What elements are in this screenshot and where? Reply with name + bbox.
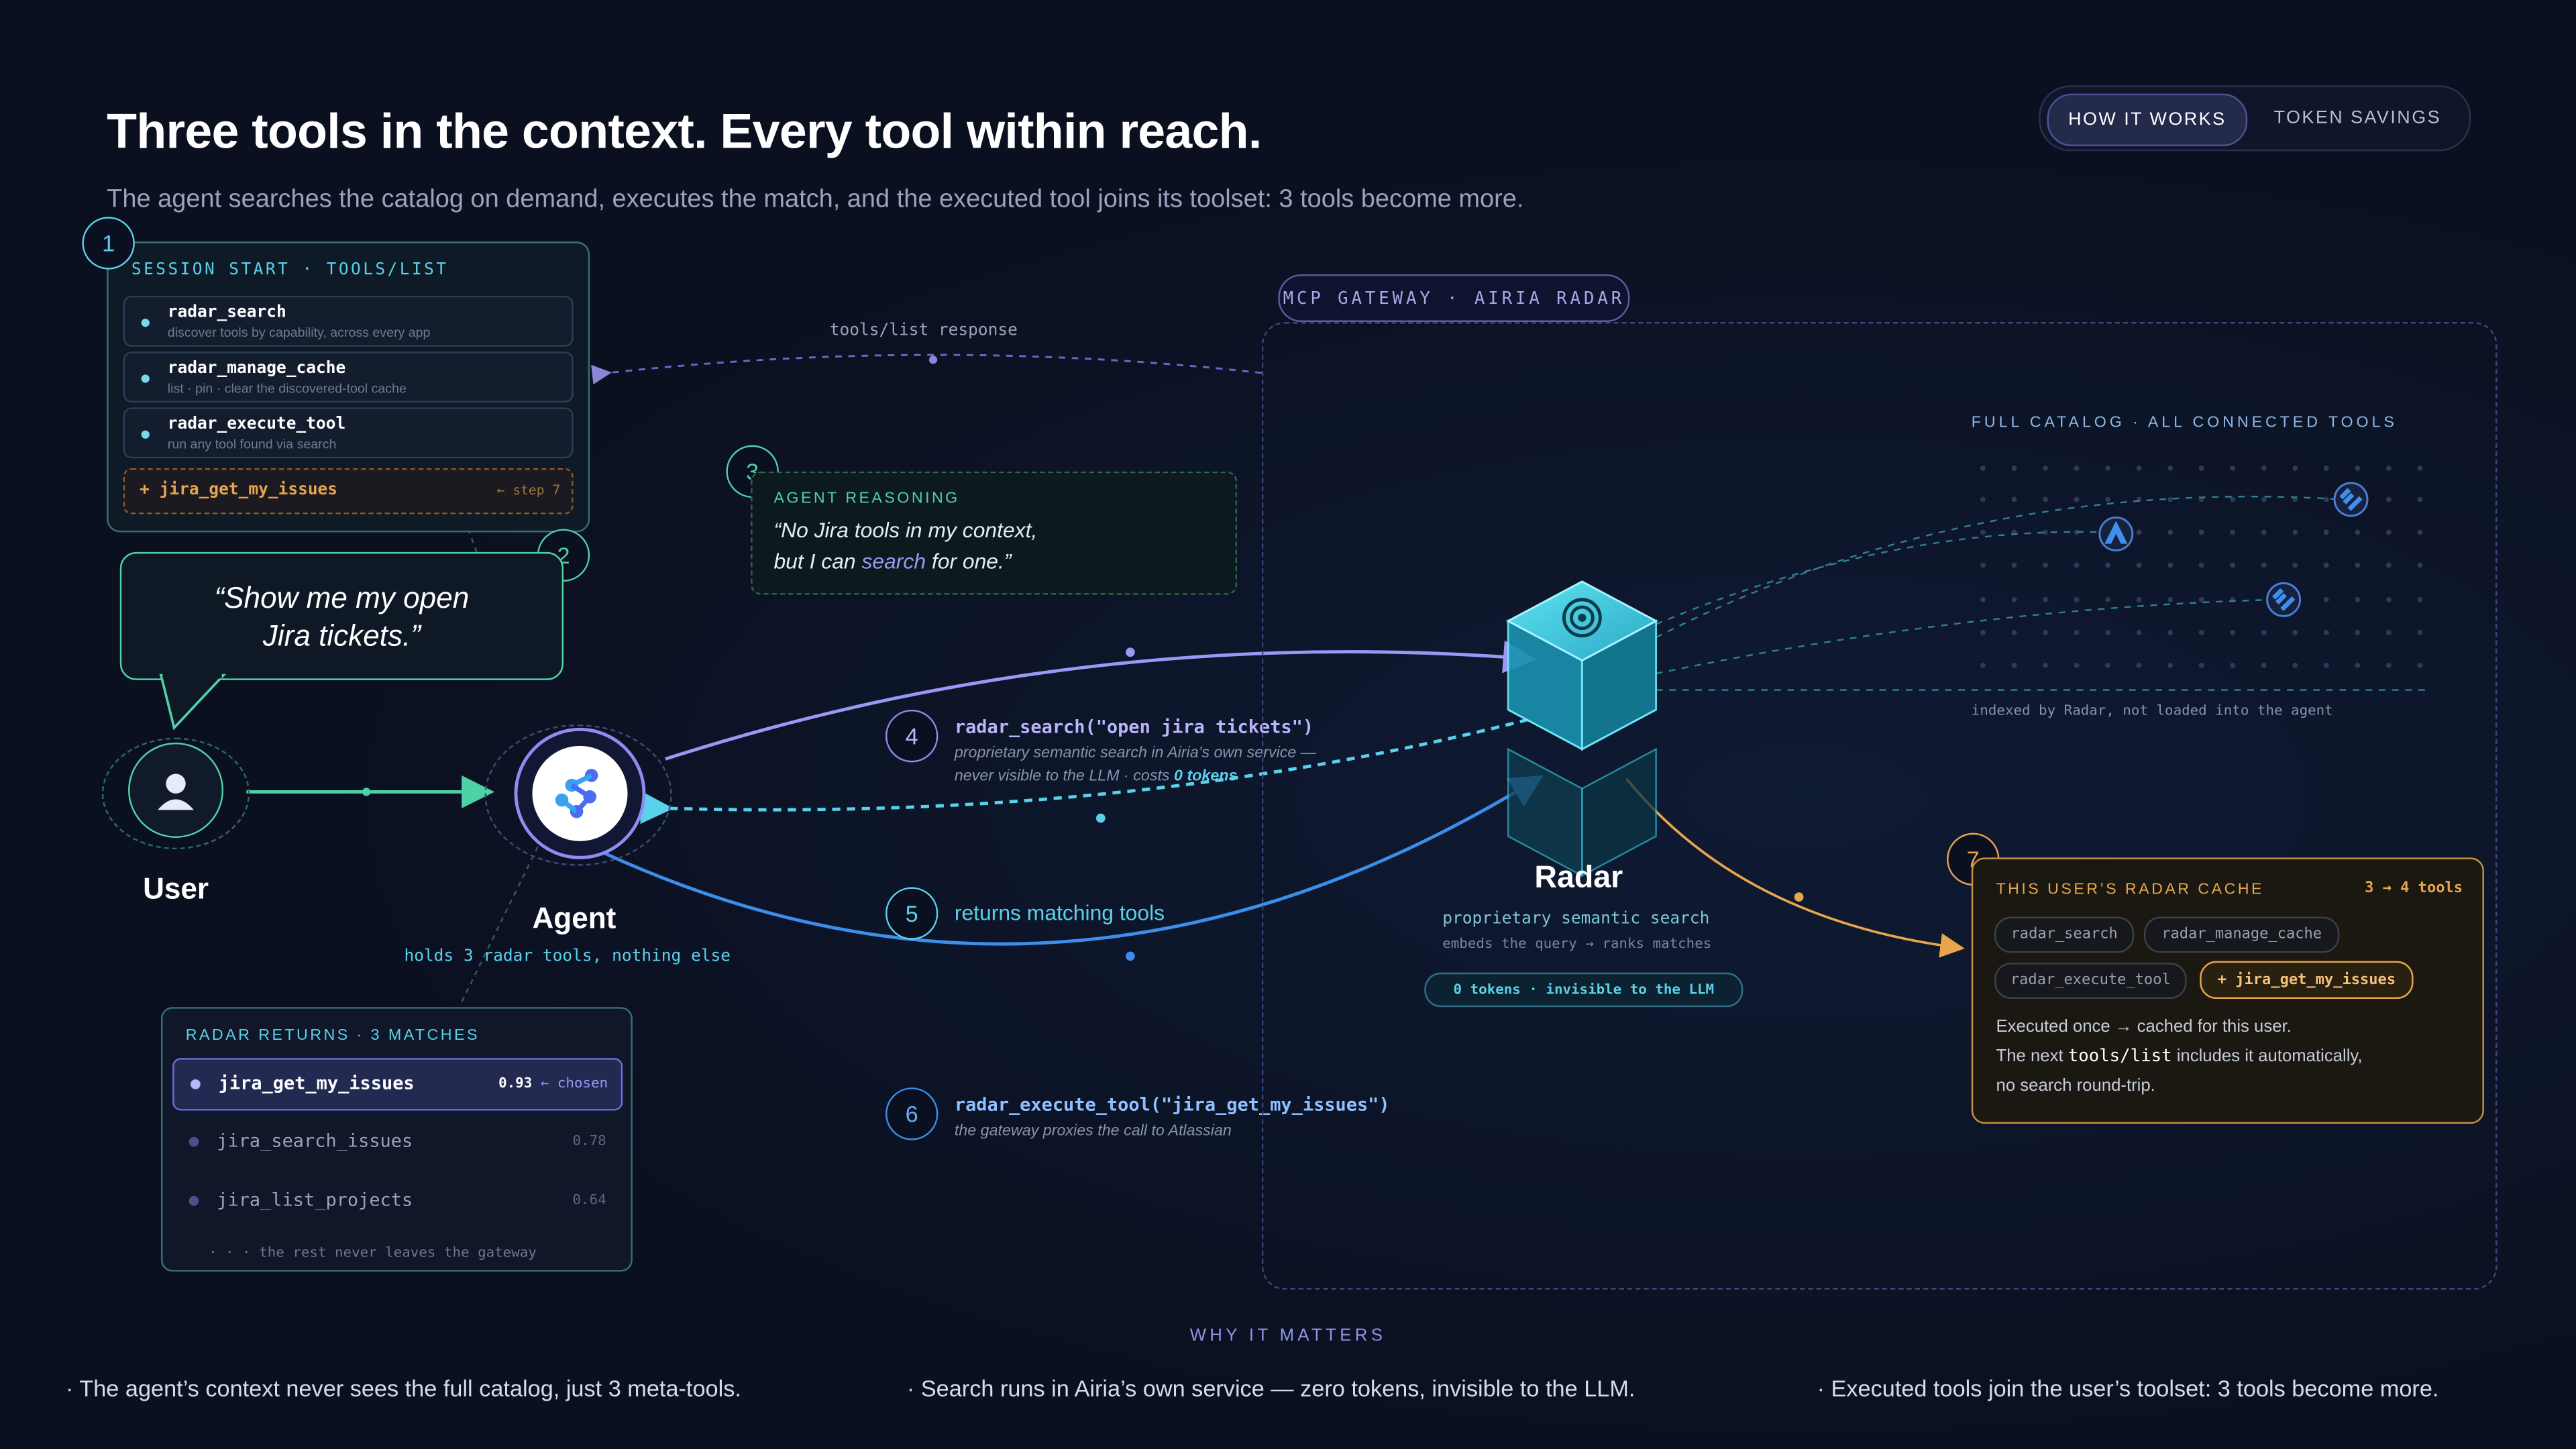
- match-row-chosen: jira_get_my_issues 0.93 ← chosen: [172, 1058, 623, 1111]
- step-1-badge: 1: [82, 217, 135, 270]
- user-request-bubble: “Show me my open Jira tickets.”: [119, 551, 564, 680]
- user-halo: [101, 737, 250, 850]
- reasoning-heading: AGENT REASONING: [773, 489, 960, 508]
- user-icon: [158, 773, 194, 810]
- why-bullet-2: · Search runs in Airia’s own service — z…: [906, 1375, 1635, 1401]
- agent-node: [514, 727, 646, 859]
- step-5-badge: 5: [885, 887, 938, 940]
- page-subtitle: The agent searches the catalog on demand…: [107, 185, 1524, 214]
- user-node: [128, 742, 224, 838]
- match-row: jira_list_projects 0.64: [172, 1176, 619, 1225]
- cache-heading: THIS USER’S RADAR CACHE: [1996, 880, 2264, 899]
- cache-pill: radar_search: [1994, 916, 2135, 953]
- returns-heading: RADAR RETURNS · 3 MATCHES: [185, 1026, 480, 1045]
- cache-arrow: [1625, 777, 1965, 958]
- atlassian-icon: [2098, 516, 2134, 551]
- radar-token-badge: 0 tokens · invisible to the LLM: [1424, 972, 1743, 1008]
- radar-returns-panel: RADAR RETURNS · 3 MATCHES jira_get_my_is…: [161, 1007, 633, 1272]
- tool-desc: discover tools by capability, across eve…: [167, 325, 431, 340]
- reasoning-line-1: “No Jira tools in my context,: [773, 517, 1038, 543]
- tools-list-response-label: tools/list response: [829, 322, 1018, 340]
- step-6-badge: 6: [885, 1087, 938, 1140]
- radar-cache-panel: THIS USER’S RADAR CACHE 3 → 4 tools rada…: [1971, 857, 2484, 1124]
- agent-caption: holds 3 radar tools, nothing else: [404, 948, 731, 967]
- cache-pill: radar_execute_tool: [1994, 963, 2187, 999]
- return-matches-arrow: [640, 718, 1529, 824]
- reasoning-line-2: but I can search for one.”: [773, 548, 1012, 574]
- agent-label: Agent: [532, 902, 616, 935]
- match-name: jira_list_projects: [217, 1189, 413, 1211]
- match-score: 0.64: [572, 1192, 606, 1210]
- execute-call-arrow: [598, 775, 1544, 946]
- radar-label: Radar: [1534, 861, 1623, 896]
- added-tool-row: + jira_get_my_issues ← step 7: [123, 468, 574, 515]
- agent-reasoning-box: AGENT REASONING “No Jira tools in my con…: [751, 471, 1238, 595]
- tool-desc: run any tool found via search: [167, 437, 337, 452]
- bubble-tail: [159, 674, 227, 731]
- radar-line-1: proprietary semantic search: [1442, 910, 1710, 928]
- cache-line-1: Executed once → cached for this user.: [1996, 1016, 2292, 1037]
- cache-pill-new: + jira_get_my_issues: [2200, 961, 2414, 999]
- mcp-gateway-region: [1261, 322, 2498, 1290]
- page-title: Three tools in the context. Every tool w…: [107, 105, 1262, 160]
- agent-halo: [484, 724, 672, 866]
- radar-line-2: embeds the query → ranks matches: [1442, 936, 1712, 953]
- session-panel-heading: SESSION START · TOOLS/LIST: [131, 261, 449, 280]
- radar-cube: [1506, 580, 1658, 877]
- cache-pill: radar_manage_cache: [2143, 916, 2340, 953]
- tool-name: radar_search: [167, 304, 286, 323]
- tool-row: radar_manage_cache list · pin · clear th…: [123, 352, 574, 403]
- tool-row: radar_execute_tool run any tool found vi…: [123, 407, 574, 459]
- gateway-label: MCP GATEWAY · AIRIA RADAR: [1278, 274, 1630, 323]
- view-toggle: HOW IT WORKS TOKEN SAVINGS: [2039, 85, 2471, 152]
- catalog-dot-grid: [1980, 466, 2423, 668]
- jira-icon: [2333, 482, 2369, 517]
- added-tool-note: ← step 7: [496, 483, 561, 498]
- cache-count: 3 → 4 tools: [2365, 880, 2463, 898]
- execute-call-code: radar_execute_tool("jira_get_my_issues"): [954, 1094, 1390, 1116]
- return-matches-label: returns matching tools: [954, 900, 1165, 925]
- search-call-arrow: [665, 640, 1536, 761]
- radar-target-icon: [1562, 598, 1602, 638]
- returns-footer: · · · the rest never leaves the gateway: [209, 1245, 537, 1262]
- user-label: User: [143, 872, 209, 906]
- tools-list-response-arrow: [591, 354, 1262, 385]
- match-name: jira_search_issues: [217, 1130, 413, 1152]
- why-heading: WHY IT MATTERS: [1189, 1326, 1387, 1346]
- user-request-text: “Show me my open Jira tickets.”: [214, 581, 470, 653]
- tool-name: radar_execute_tool: [167, 415, 346, 434]
- match-row: jira_search_issues 0.78: [172, 1117, 619, 1166]
- step-4-badge: 4: [885, 709, 938, 763]
- agent-logo-icon: [532, 745, 628, 841]
- match-score: 0.78: [572, 1133, 606, 1150]
- why-bullet-3: · Executed tools join the user’s toolset…: [1817, 1375, 2439, 1401]
- cache-line-3: no search round-trip.: [1996, 1076, 2155, 1096]
- cache-line-2: The next tools/list includes it automati…: [1996, 1046, 2363, 1067]
- search-call-code: radar_search("open jira tickets"): [954, 716, 1314, 738]
- execute-call-line: the gateway proxies the call to Atlassia…: [954, 1122, 1232, 1140]
- jira-icon: [2266, 582, 2302, 617]
- search-call-line-1: proprietary semantic search in Airia’s o…: [954, 744, 1317, 763]
- tool-row: radar_search discover tools by capabilit…: [123, 295, 574, 347]
- why-bullet-1: · The agent’s context never sees the ful…: [65, 1375, 741, 1401]
- tool-name: radar_manage_cache: [167, 360, 346, 378]
- session-tools-panel: SESSION START · TOOLS/LIST radar_search …: [107, 241, 590, 533]
- search-call-line-2: never visible to the LLM · costs 0 token…: [954, 767, 1238, 786]
- added-tool-name: + jira_get_my_issues: [140, 481, 338, 500]
- catalog-heading: FULL CATALOG · ALL CONNECTED TOOLS: [1971, 414, 2398, 433]
- tab-token-savings[interactable]: TOKEN SAVINGS: [2273, 108, 2442, 129]
- match-score: 0.93 ← chosen: [498, 1076, 608, 1093]
- catalog-caption: indexed by Radar, not loaded into the ag…: [1971, 703, 2333, 720]
- tool-desc: list · pin · clear the discovered-tool c…: [167, 381, 407, 396]
- tab-how-it-works[interactable]: HOW IT WORKS: [2047, 93, 2248, 146]
- match-name: jira_get_my_issues: [218, 1073, 415, 1095]
